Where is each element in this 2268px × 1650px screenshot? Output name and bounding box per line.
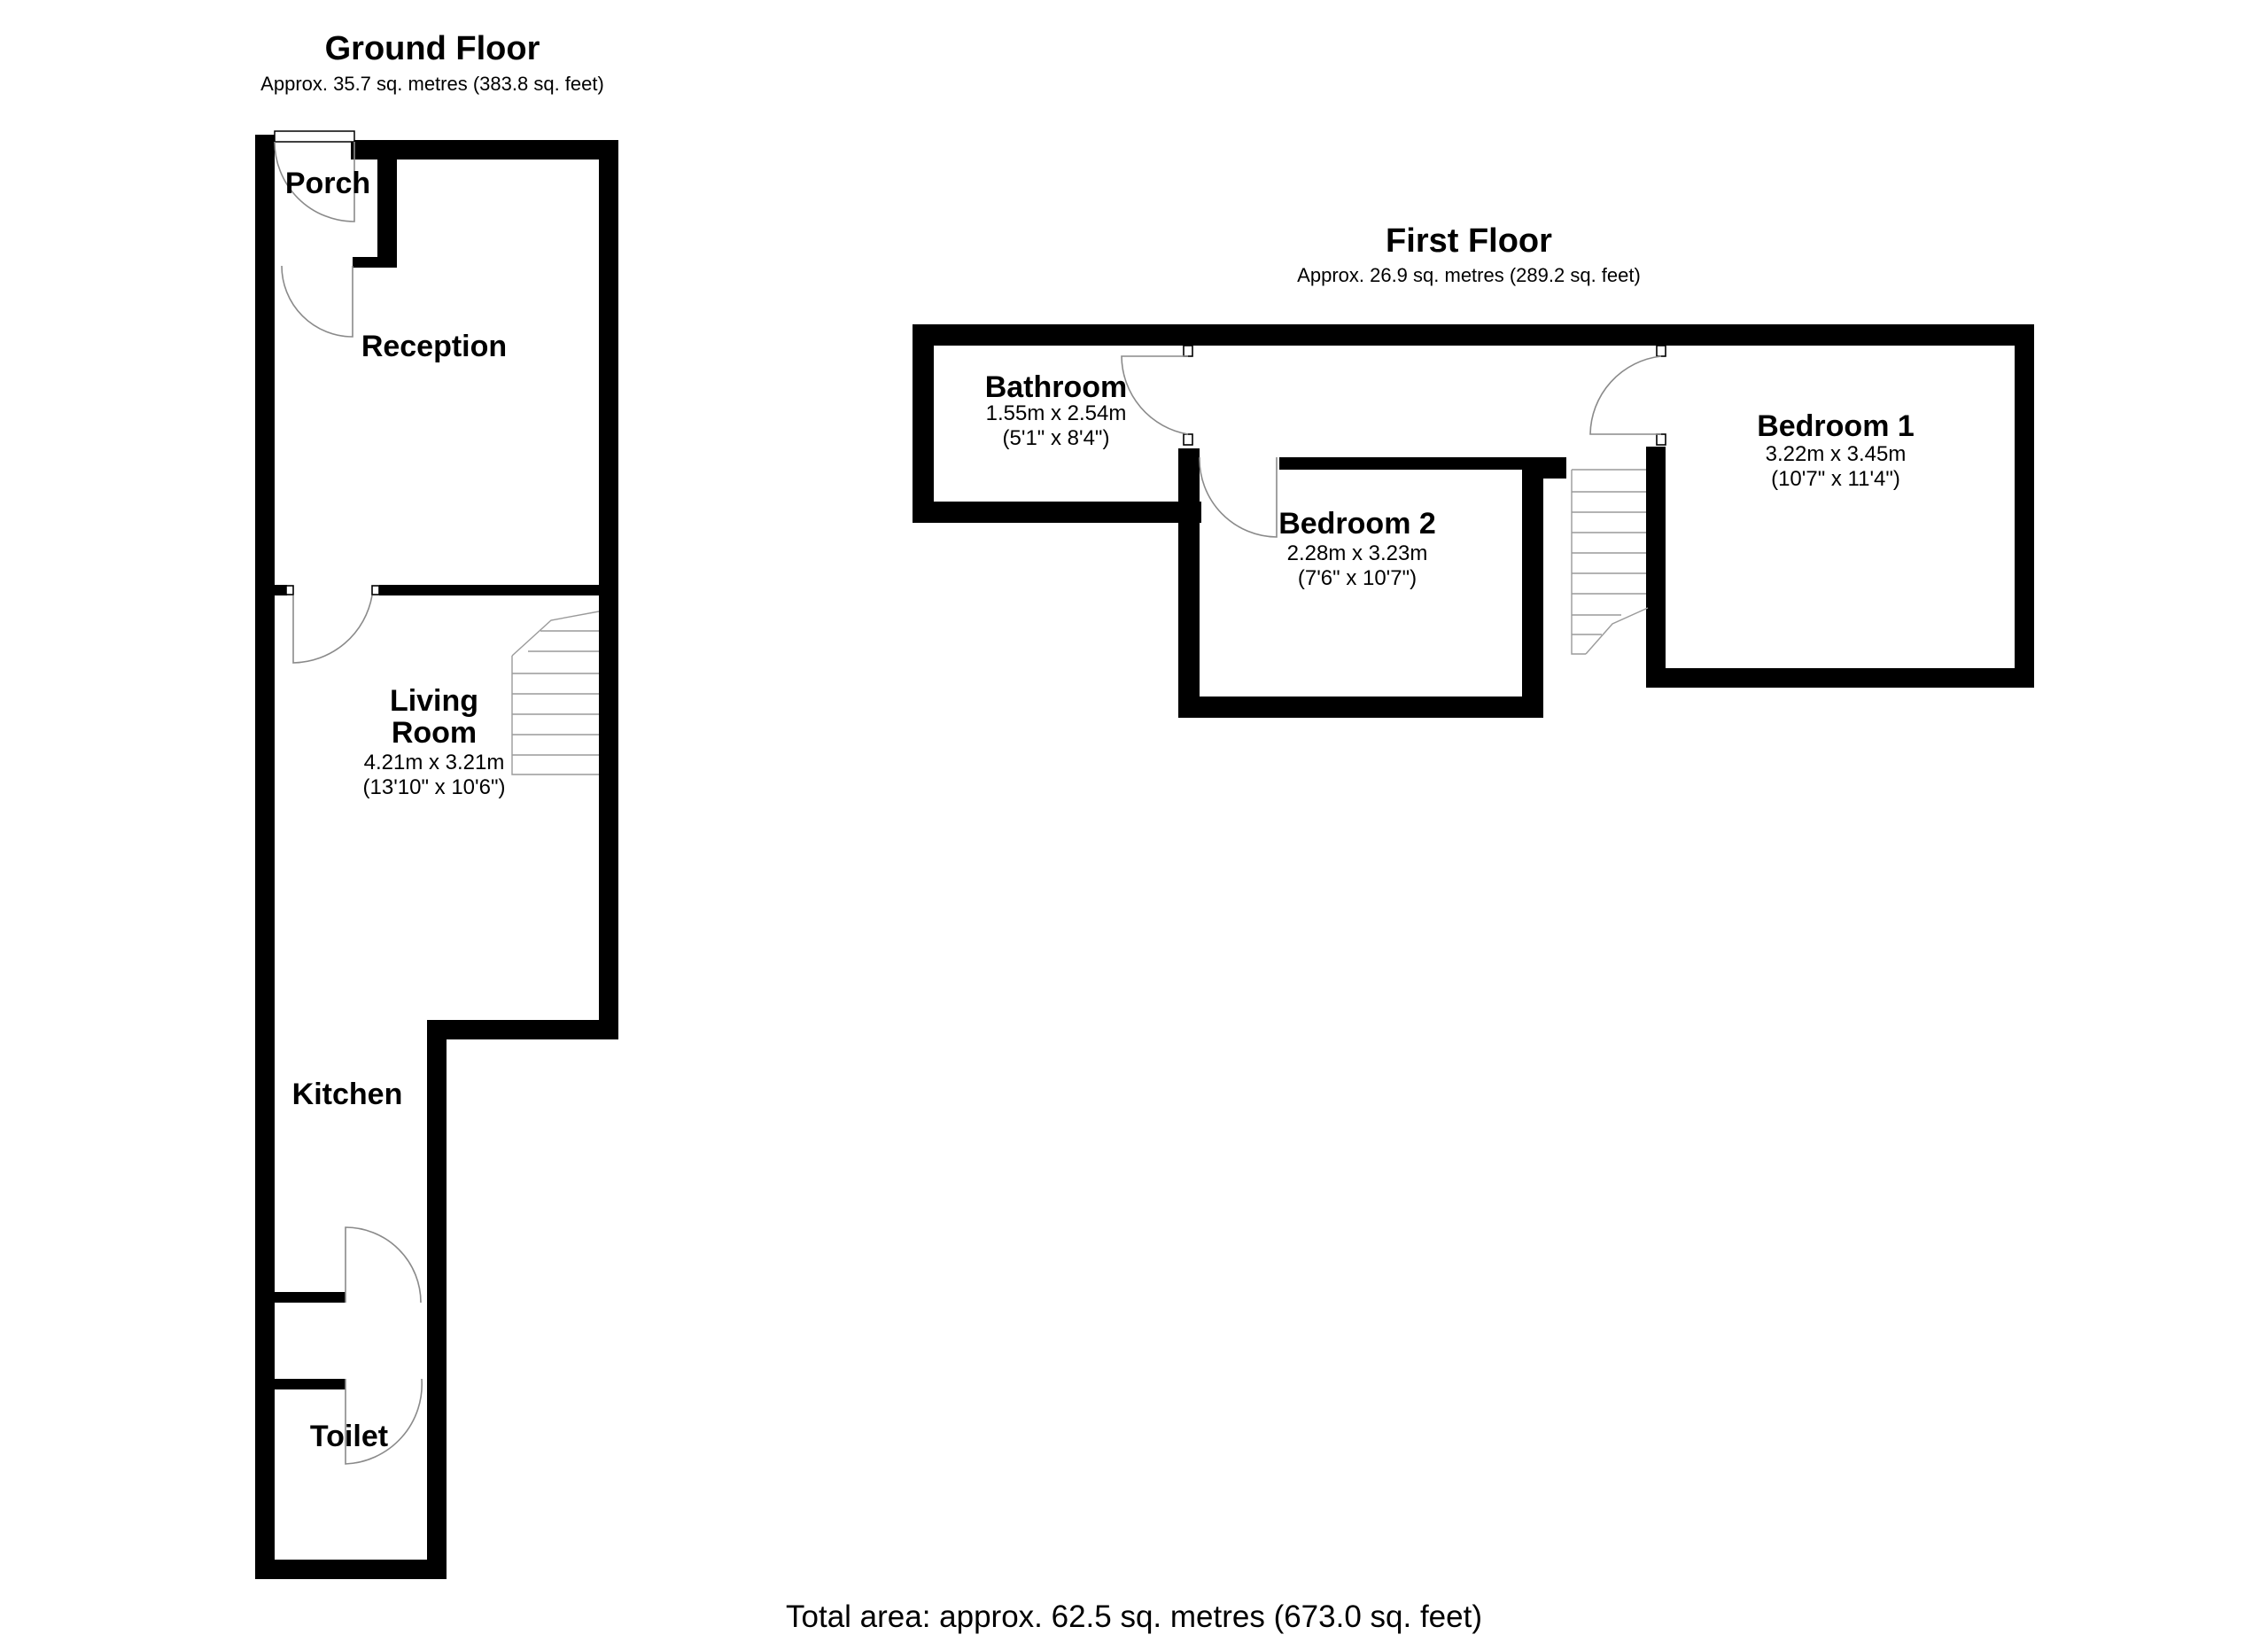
door-jamb (1656, 345, 1666, 357)
bathroom-dims-imperial: (5'1" x 8'4") (1003, 426, 1110, 450)
kitchen-partition (275, 1292, 346, 1303)
bathroom-left-wall (913, 324, 934, 523)
toilet-label: Toilet (310, 1420, 388, 1453)
ground-step-wall (427, 1020, 618, 1039)
bedroom1-dims-metric: 3.22m x 3.45m (1766, 442, 1907, 466)
ground-left-wall (255, 135, 275, 1579)
kitchen-label: Kitchen (292, 1078, 403, 1111)
bathroom-door-swing (1121, 355, 1189, 435)
stair-winder (511, 611, 600, 657)
stair-winder (1585, 607, 1649, 655)
ground-bottom-wall (255, 1560, 447, 1579)
reception-living-partition (379, 585, 601, 595)
bedroom2-dims-imperial: (7'6" x 10'7") (1298, 566, 1417, 590)
first-floor-plan (913, 324, 2034, 718)
bedroom2-label: Bedroom 2 (1278, 507, 1436, 541)
living-room-dims-imperial: (13'10" x 10'6") (363, 775, 506, 799)
door-jamb (1183, 345, 1193, 357)
first-floor-title: First Floor (1386, 222, 1552, 260)
living-room-label-line1: Living (390, 684, 478, 718)
ground-floor-title: Ground Floor (325, 30, 540, 67)
bedroom1-right-wall (2015, 324, 2034, 688)
porch-label: Porch (285, 167, 370, 200)
ground-floor-plan (255, 130, 618, 1579)
porch-partition-stub (353, 257, 397, 268)
reception-label: Reception (361, 330, 507, 363)
ground-right-wall-upper (599, 140, 618, 1039)
stair-stringer (511, 656, 599, 775)
first-top-wall (913, 324, 2034, 346)
bedroom2-door-swing (1199, 456, 1278, 538)
bedroom2-top-wall (1279, 457, 1543, 470)
first-staircase (1571, 469, 1649, 655)
stair-stringer (1571, 470, 1586, 655)
ground-right-wall-lower (427, 1020, 447, 1579)
living-room-dims-metric: 4.21m x 3.21m (364, 751, 505, 774)
reception-living-stub (275, 585, 287, 595)
bedroom1-dims-imperial: (10'7" x 11'4") (1771, 467, 1900, 491)
bedroom2-dims-metric: 2.28m x 3.23m (1287, 541, 1428, 565)
front-door-swing (274, 141, 355, 222)
bedroom1-left-wall (1646, 447, 1666, 688)
porch-partition-vertical (377, 140, 397, 268)
bathroom-dims-metric: 1.55m x 2.54m (986, 401, 1127, 425)
living-door-swing (292, 595, 373, 664)
first-floor-area: Approx. 26.9 sq. metres (289.2 sq. feet) (1297, 264, 1641, 286)
bedroom1-bottom-wall (1646, 668, 2034, 688)
bedroom2-bottom-wall (1178, 697, 1543, 718)
bedroom2-top-corner (1522, 457, 1566, 479)
door-jamb (285, 585, 294, 595)
ground-top-wall (351, 140, 618, 160)
toilet-partition (275, 1379, 346, 1389)
toilet-door-swing (345, 1378, 423, 1465)
total-area: Total area: approx. 62.5 sq. metres (673… (786, 1599, 1482, 1634)
bedroom1-label: Bedroom 1 (1757, 409, 1915, 443)
door-jamb (371, 585, 380, 595)
front-door-frame (274, 130, 355, 143)
door-jamb (1183, 433, 1193, 446)
bathroom-bottom-wall (913, 502, 1201, 523)
door-jamb (1656, 433, 1666, 446)
ground-staircase (511, 611, 600, 775)
bedroom1-door-swing (1589, 355, 1662, 435)
ground-floor-area: Approx. 35.7 sq. metres (383.8 sq. feet) (260, 73, 604, 95)
bathroom-label: Bathroom (985, 370, 1128, 404)
porch-door-swing (281, 265, 353, 338)
living-room-label-line2: Room (392, 716, 477, 750)
kitchen-door-swing (345, 1226, 422, 1304)
bedroom2-left-wall (1178, 448, 1200, 718)
bedroom2-right-wall (1522, 457, 1543, 718)
